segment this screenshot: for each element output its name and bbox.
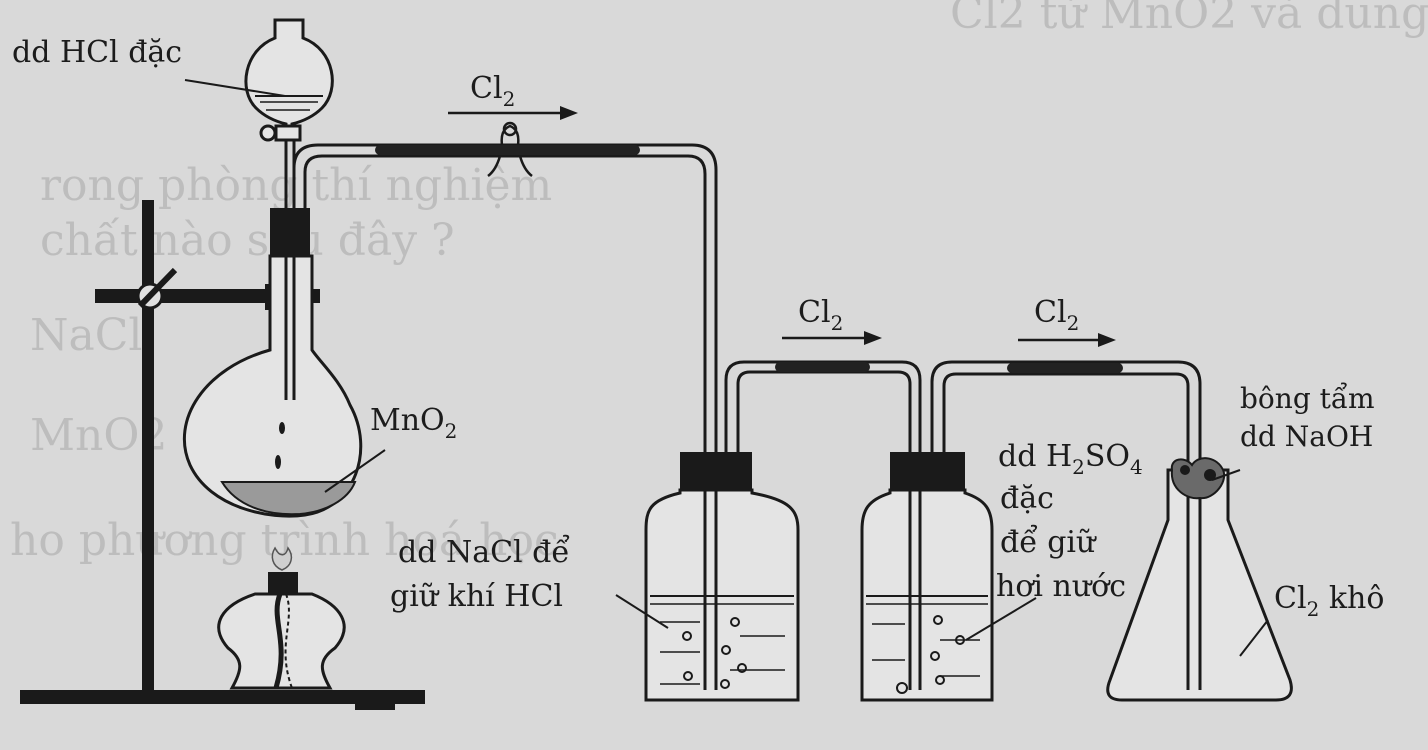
hose-clip <box>500 124 520 146</box>
label-h2so4-line1: dd H2SO4 <box>998 439 1143 479</box>
label-cl2-main: Cl2 <box>470 71 515 111</box>
spirit-lamp <box>217 546 346 690</box>
erlenmeyer-flask <box>1106 457 1293 702</box>
label-h2so4-line2: đặc <box>1000 481 1054 516</box>
label-nacl-line2: giữ khí HCl <box>390 579 563 614</box>
label-hcl: dd HCl đặc <box>12 35 182 70</box>
bg-text-line1: Cl2 từ MnO2 và dung dịch <box>950 0 1428 39</box>
washing-bottle-nacl <box>644 360 922 702</box>
label-cotton-line1: bông tẩm <box>1240 382 1375 415</box>
mno2-powder <box>220 481 357 516</box>
round-bottom-flask <box>182 254 363 518</box>
stopcock <box>259 124 277 142</box>
bg-text-line4: NaCl <box>30 310 142 361</box>
label-h2so4-line4: hơi nước <box>996 569 1126 604</box>
background-text: Cl2 từ MnO2 và dung dịch rong phòng thí … <box>10 0 1428 566</box>
label-cl2-right: Cl2 <box>1034 295 1079 335</box>
delivery-tube-main <box>292 121 718 690</box>
flask-stopper <box>270 208 310 256</box>
label-cotton-line2: dd NaOH <box>1240 420 1373 453</box>
bg-text-line3: chất nào sau đây ? <box>40 215 455 266</box>
bg-text-line2: rong phòng thí nghiệm <box>40 160 552 211</box>
lamp-cap <box>268 572 298 594</box>
label-dry-cl2: Cl2 khô <box>1274 581 1384 621</box>
bottle2-stopper <box>890 452 965 490</box>
leader-lines <box>184 79 1269 657</box>
label-mno2: MnO2 <box>370 403 457 443</box>
bottle1-stopper <box>680 452 752 490</box>
washing-bottle-h2so4 <box>860 360 1202 702</box>
stand-rod <box>142 200 154 692</box>
flow-arrows <box>448 106 1116 347</box>
label-h2so4-line3: để giữ <box>1000 524 1097 560</box>
label-nacl-line1: dd NaCl để <box>398 534 570 570</box>
stand-base <box>20 690 425 704</box>
label-cl2-mid: Cl2 <box>798 295 843 335</box>
